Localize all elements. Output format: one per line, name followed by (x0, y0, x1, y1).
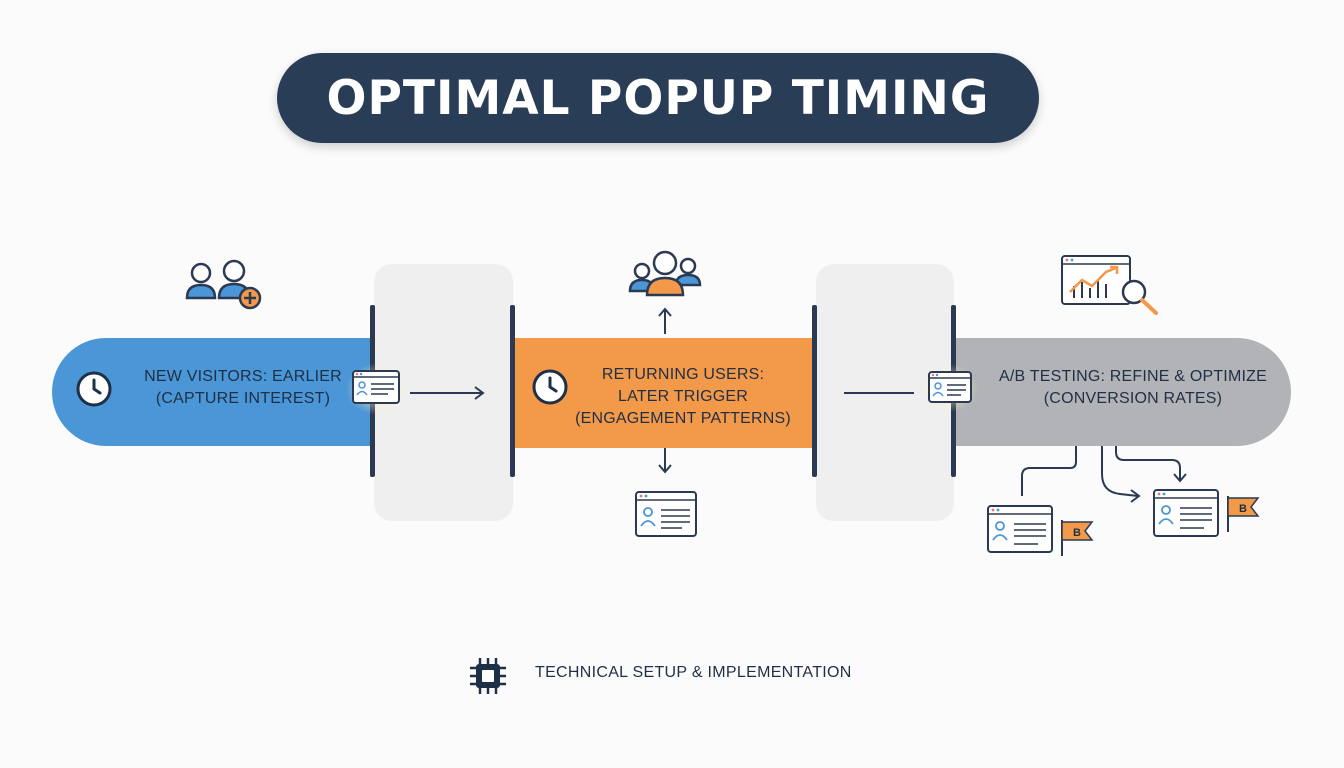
flag-icon: B (1061, 520, 1094, 556)
footer-label: TECHNICAL SETUP & IMPLEMENTATION (535, 664, 852, 681)
stage-1-line2: (CAPTURE INTEREST) (155, 390, 331, 407)
chip-icon (470, 658, 506, 694)
stage-1-line1: NEW VISITORS: EARLIER (144, 368, 342, 385)
popup-window-icon (922, 364, 978, 412)
divider-line-2 (510, 305, 515, 477)
stage-3-line1: A/B TESTING: REFINE & OPTIMIZE (999, 368, 1267, 385)
stage-3-line2: (CONVERSION RATES) (1043, 390, 1223, 407)
popup-window-icon (635, 491, 697, 537)
arrow-up-icon (658, 307, 672, 334)
title-banner: OPTIMAL POPUP TIMING (277, 53, 1039, 143)
variant-label: B (1073, 527, 1081, 539)
clock-icon (532, 369, 568, 405)
stage-1-label: NEW VISITORS: EARLIER (CAPTURE INTEREST) (118, 366, 368, 410)
connector-line (844, 392, 914, 394)
analytics-search-icon (1061, 255, 1158, 315)
user-group-icon (628, 250, 702, 297)
branch-arrows (1021, 446, 1187, 503)
popup-window-icon (346, 363, 406, 415)
stage-2-line1: RETURNING USERS: (601, 366, 765, 383)
stage-2-line3: (ENGAGEMENT PATTERNS) (575, 410, 791, 427)
popup-window-icon (1153, 489, 1219, 537)
arrow-right-icon (410, 386, 485, 400)
new-user-icon (185, 259, 262, 310)
stage-2-label: RETURNING USERS: LATER TRIGGER (ENGAGEME… (558, 364, 808, 430)
clock-icon (76, 371, 112, 407)
popup-window-icon (987, 505, 1053, 553)
arrow-down-icon (658, 448, 672, 474)
flag-icon: B (1227, 496, 1260, 532)
stage-3-label: A/B TESTING: REFINE & OPTIMIZE (CONVERSI… (978, 366, 1288, 410)
variant-label: B (1239, 503, 1247, 515)
page-title: OPTIMAL POPUP TIMING (326, 70, 990, 126)
stage-2-line2: LATER TRIGGER (617, 388, 749, 405)
divider-line-3 (812, 305, 817, 477)
stage-band-ab-testing (955, 338, 1291, 446)
